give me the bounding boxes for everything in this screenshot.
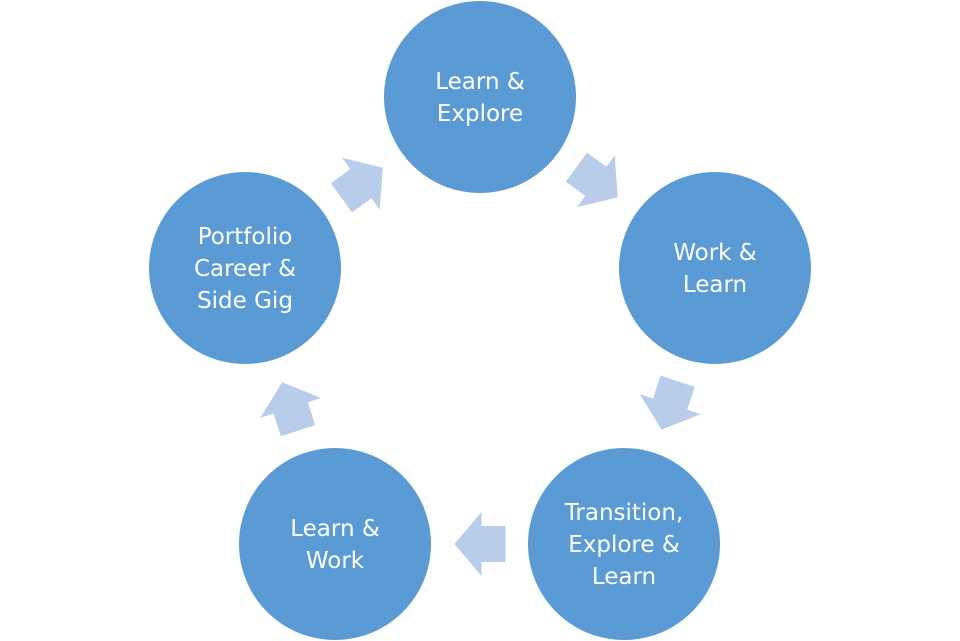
node-label-line: Explore & [568,532,680,558]
node-label-line: Career & [194,256,296,282]
node-circle [619,172,811,364]
node-circle [384,1,576,193]
node-circle [528,448,720,640]
arrow-icon-learn-work-to-portfolio-career-side-gig [260,382,322,437]
cycle-node-learn-explore: Learn & Explore [384,1,576,193]
arrow-icon-work-learn-to-transition-explore-learn [639,375,701,430]
cycle-node-learn-work: Learn & Work [239,448,431,640]
node-label-line: Explore [437,101,523,127]
cycle-node-work-learn: Work & Learn [619,172,811,364]
node-label-line: Work [306,548,365,574]
node-label-line: Learn [592,564,656,590]
node-label-line: Learn & [290,516,380,542]
arrow-icon-portfolio-career-side-gig-to-learn-explore [330,157,383,213]
node-label-line: Portfolio [198,224,293,250]
cycle-node-transition-explore-learn: Transition, Explore & Learn [528,448,720,640]
node-label-line: Side Gig [197,288,293,314]
node-label-line: Transition, [564,500,684,526]
node-circle [149,172,341,364]
arrows-layer [260,152,701,576]
node-circle [239,448,431,640]
node-label-line: Work & [673,240,757,266]
node-label-line: Learn & [435,69,525,95]
node-label-line: Learn [683,272,747,298]
arrow-icon-transition-explore-learn-to-learn-work [454,512,506,576]
arrow-icon-learn-explore-to-work-learn [565,152,618,208]
